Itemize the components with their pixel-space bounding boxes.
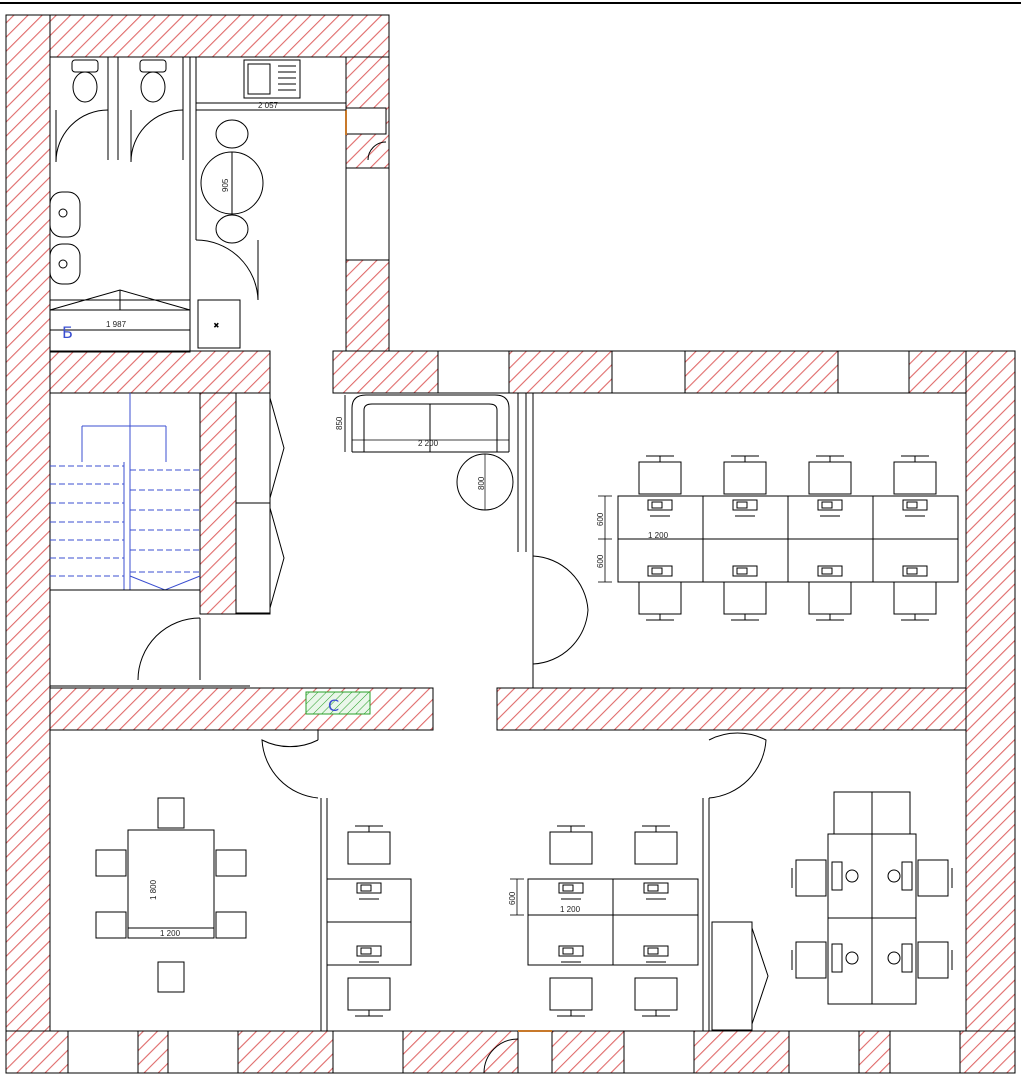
chair-icon — [347, 977, 391, 1011]
dim-meeting-width: 1 200 — [160, 929, 181, 938]
door-swing-icon — [195, 239, 259, 301]
chair-icon — [157, 797, 185, 829]
chair-icon — [549, 831, 593, 865]
chair-icon — [95, 911, 127, 939]
chair-icon — [795, 859, 827, 897]
toilet-icon — [139, 59, 167, 103]
wall-middle-right — [496, 687, 967, 731]
door-swing-icon — [708, 732, 767, 799]
dim-desk-depth-top: 600 — [596, 512, 605, 526]
sink-icon — [49, 191, 81, 238]
office-right — [532, 393, 959, 688]
chair-icon — [808, 461, 852, 495]
chair-icon — [723, 581, 767, 615]
window — [167, 1030, 239, 1074]
chair-icon — [638, 581, 682, 615]
chair-icon — [634, 977, 678, 1011]
window — [837, 350, 910, 394]
office-bottom-right — [711, 791, 917, 1031]
door-swing-icon — [532, 555, 589, 611]
monitor-icon — [901, 861, 913, 891]
marker-b: Б — [62, 323, 73, 342]
chair-icon — [917, 941, 949, 979]
dim-desk-depth-center: 600 — [508, 891, 517, 905]
dimension-lines — [200, 109, 612, 916]
chair-icon — [215, 849, 247, 877]
marker-c: С — [328, 696, 339, 715]
wardrobe — [235, 392, 285, 614]
chair-icon — [638, 461, 682, 495]
chair-icon — [215, 911, 247, 939]
chair-icon — [95, 849, 127, 877]
door-swing-icon — [483, 1038, 519, 1074]
door-swing-icon — [55, 109, 109, 163]
door-swing-icon — [532, 609, 589, 665]
window — [623, 1030, 695, 1074]
chair-icon — [549, 977, 593, 1011]
dim-table-diameter: 905 — [221, 178, 230, 192]
chair-icon — [808, 581, 852, 615]
window — [437, 350, 510, 394]
meeting-table — [127, 829, 215, 939]
wall-east — [965, 350, 1016, 1074]
dim-sofa-depth: 850 — [335, 416, 344, 430]
stair-room — [50, 589, 250, 687]
chair-icon — [723, 461, 767, 495]
wall-west — [5, 14, 51, 1074]
dim-restroom-width: 1 987 — [106, 320, 127, 329]
chair-icon — [215, 119, 249, 149]
wall-south — [5, 1030, 1016, 1074]
dim-desk-width-right: 1 200 — [648, 531, 669, 540]
chair-icon — [893, 581, 937, 615]
dim-desk-depth-bottom: 600 — [596, 554, 605, 568]
door-swing-icon — [130, 109, 184, 163]
chair-icon — [347, 831, 391, 865]
monitor-icon — [901, 943, 913, 973]
chair-icon — [215, 214, 249, 244]
window — [345, 167, 390, 261]
windows — [67, 167, 961, 1074]
meeting-room — [95, 730, 319, 993]
wall-north-left — [5, 14, 390, 58]
toilet-icon — [71, 59, 99, 103]
dim-kitchen-width: 2 057 — [258, 101, 279, 110]
door-swing-icon — [137, 617, 201, 681]
window — [332, 1030, 404, 1074]
dim-desk-width-center: 1 200 — [560, 905, 581, 914]
door-swing-icon — [261, 739, 319, 799]
chair-icon — [157, 961, 185, 993]
window — [889, 1030, 961, 1074]
workstations — [347, 455, 953, 1017]
stair-icon — [50, 393, 201, 591]
office-center — [320, 732, 767, 1074]
dim-meeting-length: 1 800 — [149, 879, 158, 900]
sink-icon — [49, 243, 81, 285]
window — [788, 1030, 860, 1074]
dim-sofa-width: 2 200 — [418, 439, 439, 448]
svg-text:×: × — [214, 321, 219, 330]
monitor-icon — [831, 861, 843, 891]
wall-middle-left — [49, 687, 434, 731]
wall-stair-top — [49, 350, 271, 394]
restroom-area: × — [49, 57, 387, 353]
window — [611, 350, 686, 394]
monitor-icon — [831, 943, 843, 973]
chair-icon — [634, 831, 678, 865]
dim-coffee-table: 800 — [477, 476, 486, 490]
chair-icon — [917, 859, 949, 897]
chair-icon — [893, 461, 937, 495]
marker-c-box — [305, 691, 371, 715]
chair-icon — [795, 941, 827, 979]
kitchen-sink-icon — [243, 59, 301, 99]
window — [67, 1030, 139, 1074]
